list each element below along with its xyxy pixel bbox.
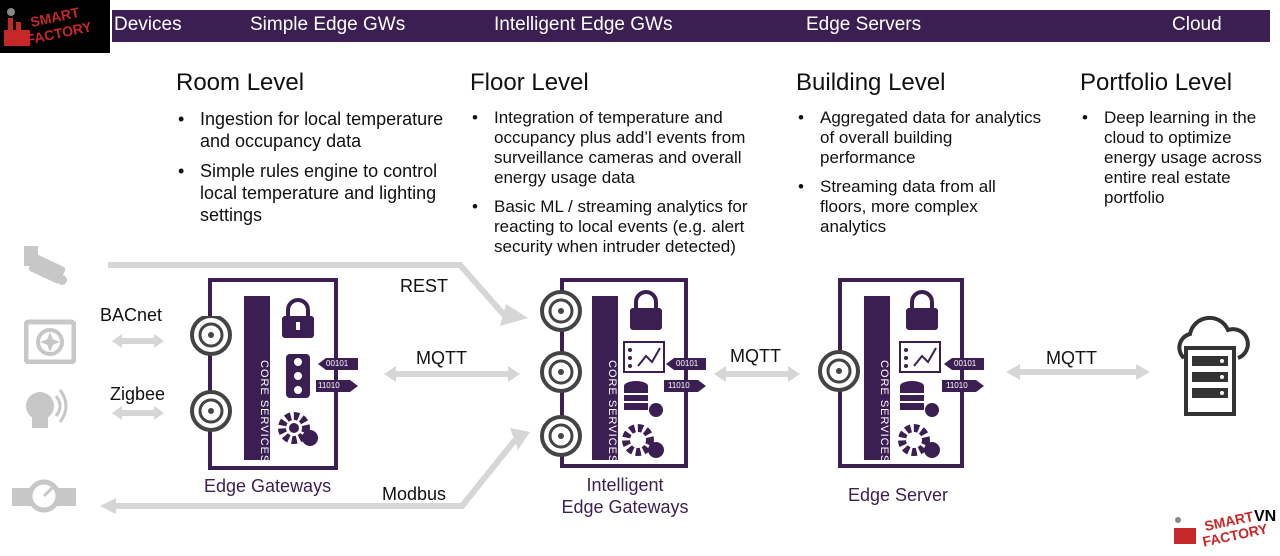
bits-out: 11010 xyxy=(318,381,340,390)
protocol-mqtt-1: MQTT xyxy=(416,348,467,368)
bits-in: 00101 xyxy=(954,359,977,368)
header-cloud: Cloud xyxy=(1172,14,1222,35)
core-services-bar xyxy=(244,296,270,460)
floor-level-title: Floor Level xyxy=(470,69,589,96)
lock-icon xyxy=(630,290,662,330)
data-flow-arrows xyxy=(942,358,984,392)
bullet: Streaming data from all floors, more com… xyxy=(796,177,1046,237)
edge-gateways-label: Edge Gateways xyxy=(204,476,332,496)
port-icon xyxy=(818,350,860,392)
lock-icon xyxy=(282,298,314,338)
gear-icon xyxy=(278,412,318,446)
intelligent-gateway-icons xyxy=(622,290,665,458)
edge-server-icons xyxy=(898,290,941,458)
floor-level-bullets: Integration of temperature and occupancy… xyxy=(470,108,770,266)
header-devices: Devices xyxy=(114,14,182,35)
protocol-mqtt-2: MQTT xyxy=(730,346,781,366)
intelligent-label-line1: Intelligent xyxy=(586,475,664,495)
lightbulb-icon xyxy=(26,389,68,428)
bits-in: 00101 xyxy=(676,359,699,368)
core-services-label: CORE SERVICES xyxy=(878,360,890,464)
port-icon xyxy=(540,290,582,332)
bits-out: 11010 xyxy=(946,381,968,390)
portfolio-level-bullets: Deep learning in the cloud to optimize e… xyxy=(1080,108,1276,217)
header-simple-edge-gws: Simple Edge GWs xyxy=(250,14,406,35)
protocol-zigbee: Zigbee xyxy=(110,384,166,404)
data-flow-arrows xyxy=(316,358,358,392)
bullet: Simple rules engine to control local tem… xyxy=(176,160,446,226)
bits-out: 11010 xyxy=(668,381,690,390)
bullet: Integration of temperature and occupancy… xyxy=(470,108,770,188)
chart-icon xyxy=(899,341,941,373)
core-services-label: CORE SERVICES xyxy=(258,360,270,464)
room-level-title: Room Level xyxy=(176,69,305,96)
gateway-ports xyxy=(190,316,232,432)
port-icon xyxy=(540,415,582,457)
database-icon xyxy=(900,381,939,417)
protocol-mqtt-3: MQTT xyxy=(1046,348,1097,368)
smart-factory-logo: SMART FACTORY xyxy=(0,0,110,53)
cloud-server-icon xyxy=(1177,315,1250,416)
intelligent-gateway-ports xyxy=(540,290,582,457)
intelligent-label-line2: Edge Gateways xyxy=(561,497,689,517)
header-intelligent-edge-gws: Intelligent Edge GWs xyxy=(494,14,673,35)
port-icon xyxy=(190,316,232,356)
bullet: Basic ML / streaming analytics for react… xyxy=(470,197,770,257)
camera-icon xyxy=(24,246,67,285)
protocol-rest: REST xyxy=(400,276,449,296)
meter-icon xyxy=(12,479,76,513)
intelligent-edge-gateways-label: Intelligent Edge Gateways xyxy=(556,474,694,518)
core-services-label: CORE SERVICES xyxy=(606,360,618,464)
lock-icon xyxy=(906,290,938,330)
bullet: Deep learning in the cloud to optimize e… xyxy=(1080,108,1276,208)
edge-gateway-box: CORE SERVICES xyxy=(208,278,338,470)
protocol-modbus: Modbus xyxy=(382,484,447,504)
smart-factory-vn-logo: SMART FACTORY VN xyxy=(1170,504,1277,552)
database-icon xyxy=(624,381,663,417)
traffic-light-icon xyxy=(286,354,310,398)
gear-icon xyxy=(898,424,940,458)
edge-gateway-icons xyxy=(278,298,318,446)
edge-server-label: Edge Server xyxy=(848,485,949,505)
protocol-bacnet: BACnet xyxy=(100,305,163,325)
header-bar xyxy=(112,10,1270,42)
intelligent-gateway-box: CORE SERVICES xyxy=(560,278,688,468)
gear-icon xyxy=(622,424,664,458)
building-level-bullets: Aggregated data for analytics of overall… xyxy=(796,108,1046,246)
bullet: Aggregated data for analytics of overall… xyxy=(796,108,1046,168)
bullet: Ingestion for local temperature and occu… xyxy=(176,108,446,152)
portfolio-level-title: Portfolio Level xyxy=(1080,69,1233,96)
bits-in: 00101 xyxy=(326,359,349,368)
header-edge-servers: Edge Servers xyxy=(806,14,922,35)
fan-icon xyxy=(24,319,76,364)
port-icon xyxy=(190,390,232,432)
edge-server-port xyxy=(818,350,860,392)
building-level-title: Building Level xyxy=(796,69,946,96)
core-services-bar xyxy=(592,296,618,460)
room-level-bullets: Ingestion for local temperature and occu… xyxy=(176,108,446,234)
logo-text-vn: VN xyxy=(1254,508,1277,525)
core-services-bar xyxy=(864,296,890,460)
chart-icon xyxy=(623,341,665,373)
data-flow-arrows xyxy=(664,358,706,392)
port-icon xyxy=(540,351,582,393)
